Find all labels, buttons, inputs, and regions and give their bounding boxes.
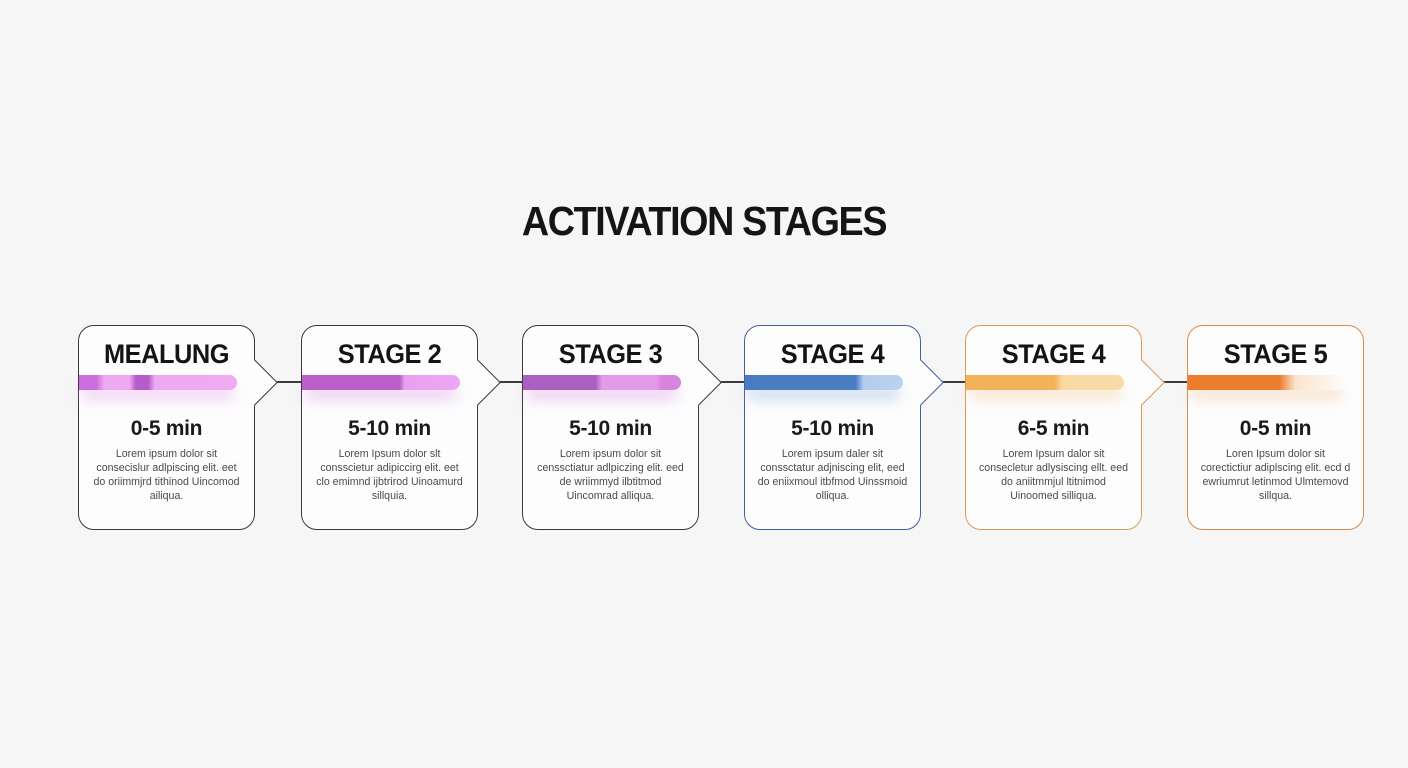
stage-card-3: STAGE 3 5-10 min Lorem ipsum dolor sit c… <box>522 325 722 530</box>
stage-card-title: STAGE 4 <box>780 339 885 369</box>
progress-bar <box>1188 375 1346 390</box>
stage-card-4: STAGE 4 5-10 min Lorem ipsum daler sit c… <box>744 325 944 530</box>
stage-card-5: STAGE 4 6-5 min Lorem Ipsum dalor sit co… <box>965 325 1165 530</box>
stage-duration: 0-5 min <box>130 417 203 440</box>
stage-duration: 5-10 min <box>569 417 652 440</box>
stage-duration: 5-10 min <box>348 417 431 440</box>
stage-card-title: STAGE 4 <box>1001 339 1106 369</box>
progress-bar <box>79 375 237 390</box>
stage-card-title: MEALUNG <box>103 339 230 369</box>
stage-duration: 5-10 min <box>791 417 874 440</box>
stage-description: Lorem Ipsum dalor sit consecletur adlysi… <box>979 448 1128 502</box>
stage-card-title: STAGE 2 <box>337 339 442 369</box>
progress-bar <box>523 375 681 390</box>
stage-card-title: STAGE 3 <box>558 339 663 369</box>
stage-duration: 6-5 min <box>1017 417 1090 440</box>
progress-bar <box>302 375 460 390</box>
stage-card-1: MEALUNG 0-5 min Lorem ipsum dolor sit co… <box>78 325 278 530</box>
page-title: ACTIVATION STAGES <box>521 198 888 244</box>
stage-card-6: STAGE 5 0-5 min Loren Ipsum dolor sit co… <box>1187 325 1364 530</box>
stage-duration: 0-5 min <box>1239 417 1312 440</box>
stage-description: Lorem ipsum dolor sit consecislur adlpis… <box>93 448 240 502</box>
stage-card-2: STAGE 2 5-10 min Lorem Ipsum dolor slt c… <box>301 325 501 530</box>
stage-description: Lorem ipsum dolor sit censsctiatur adlpi… <box>537 448 684 502</box>
progress-bar <box>966 375 1124 390</box>
stage-card-title: STAGE 5 <box>1223 339 1328 369</box>
stage-description: Lorem Ipsum dolor slt consscietur adipic… <box>316 448 463 502</box>
stage-description: Lorem ipsum daler sit conssctatur adjnis… <box>757 448 908 502</box>
stage-description: Loren Ipsum dolor sit corectictiur adipl… <box>1200 448 1351 502</box>
progress-bar <box>745 375 903 390</box>
